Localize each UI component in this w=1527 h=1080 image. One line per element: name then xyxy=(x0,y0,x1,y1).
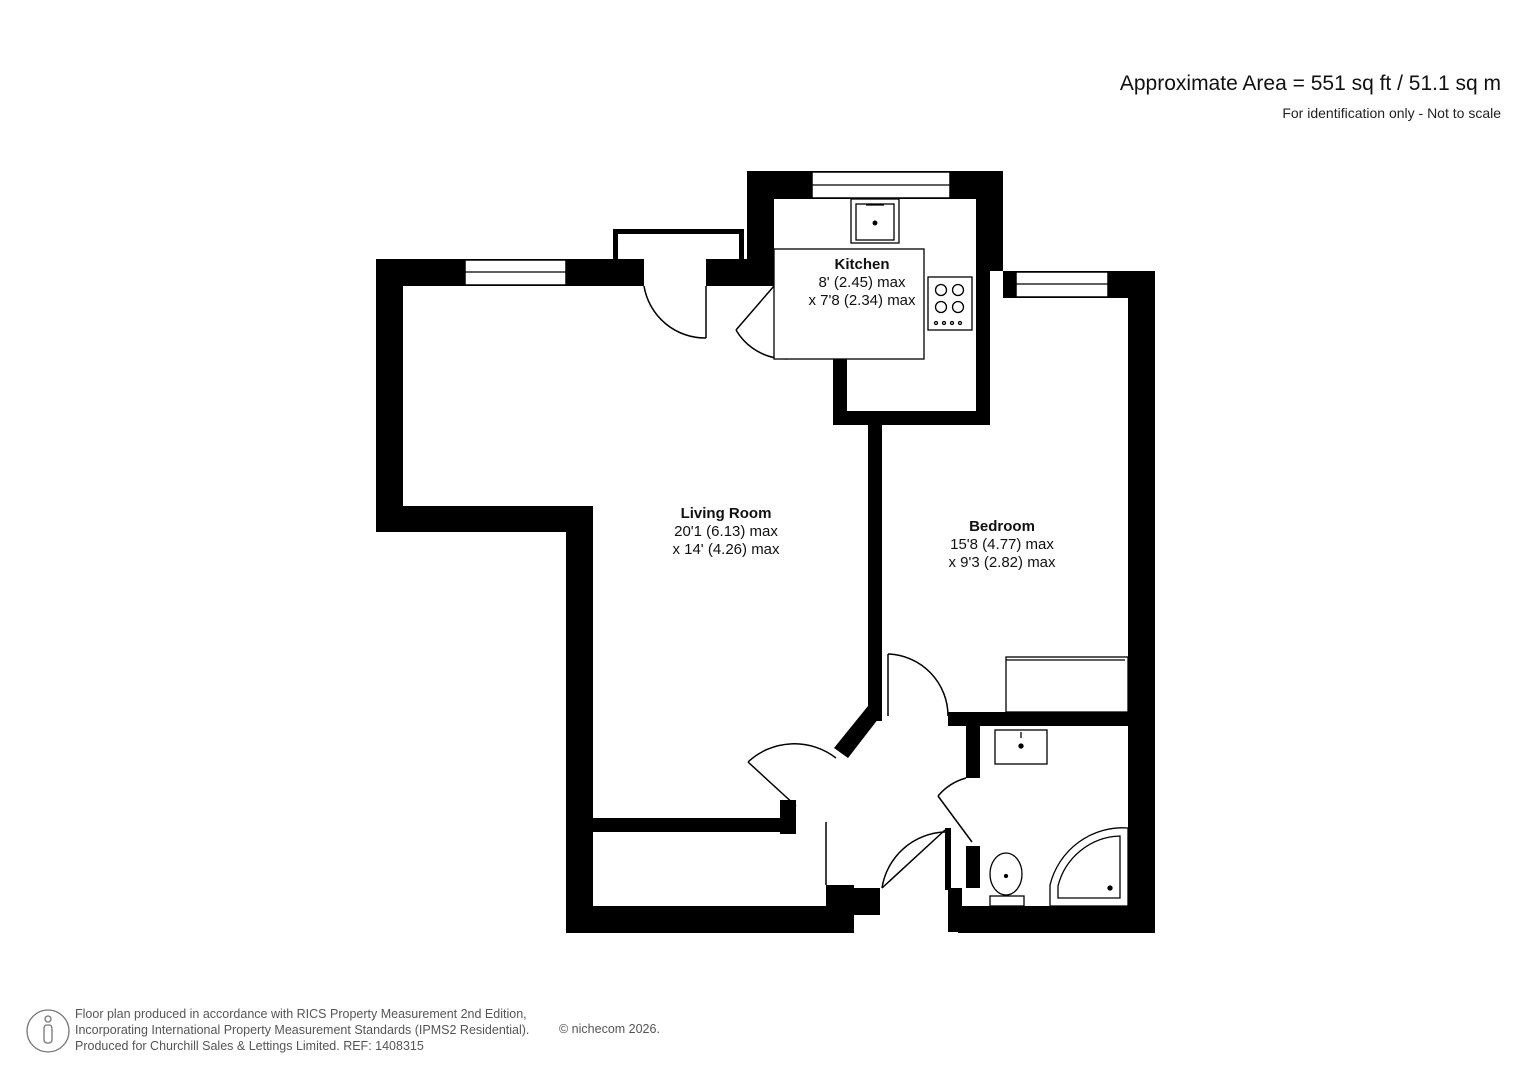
approximate-area: Approximate Area = 551 sq ft / 51.1 sq m xyxy=(1119,72,1501,95)
wall-kitchen-inner-left xyxy=(833,343,847,425)
wall-living-bottom xyxy=(566,818,780,832)
wall-partition-diagonal xyxy=(834,706,882,758)
bedroom-name: Bedroom xyxy=(969,518,1035,535)
shower xyxy=(1049,827,1129,907)
wall-kitchen-right xyxy=(976,171,1003,271)
living-room-dim-1: 20'1 (6.13) max xyxy=(674,523,778,540)
fittings xyxy=(773,198,1129,907)
kitchen-label: Kitchen 8' (2.45) max x 7'8 (2.34) max xyxy=(798,256,926,310)
wall-entry-bottom xyxy=(826,888,880,915)
kitchen-dim-2: x 7'8 (2.34) max xyxy=(808,292,916,309)
footer-text: Floor plan produced in accordance with R… xyxy=(75,1006,529,1054)
wall-living-step xyxy=(376,506,593,532)
living-room-dim-2: x 14' (4.26) max xyxy=(672,541,780,558)
walls xyxy=(376,171,1155,933)
bedroom-label: Bedroom 15'8 (4.77) max x 9'3 (2.82) max xyxy=(931,518,1073,572)
wardrobe xyxy=(1005,656,1129,713)
kitchen-worktop xyxy=(773,248,925,360)
wall-porch-top xyxy=(613,229,744,234)
wall-entry-jamb xyxy=(780,800,796,834)
wall-bath-top xyxy=(948,712,1155,726)
toilet xyxy=(989,852,1023,896)
bedroom-dim-2: x 9'3 (2.82) max xyxy=(948,554,1056,571)
footer-line-3: Produced for Churchill Sales & Lettings … xyxy=(75,1039,424,1053)
wall-bath-jamb xyxy=(966,846,980,888)
wall-porch-right xyxy=(739,229,744,286)
living-room-label: Living Room 20'1 (6.13) max x 14' (4.26)… xyxy=(656,505,796,559)
wall-partition xyxy=(868,425,882,721)
bath-sink xyxy=(994,729,1048,765)
wall-kitchen-left xyxy=(747,171,774,286)
footer-line-2: Incorporating International Property Mea… xyxy=(75,1023,530,1037)
door-bath xyxy=(937,795,973,843)
living-room-name: Living Room xyxy=(680,505,772,522)
wall-bath-left xyxy=(966,712,980,778)
door-living xyxy=(747,761,797,807)
kitchen-sink xyxy=(850,198,900,244)
wall-entry-right-jamb xyxy=(945,828,951,890)
wall-bedroom-right xyxy=(1128,271,1155,932)
wall-kitchen-right-lower xyxy=(976,271,990,425)
wall-living-left-lower xyxy=(566,506,593,932)
footer-line-1: Floor plan produced in accordance with R… xyxy=(75,1007,527,1021)
kitchen-name: Kitchen xyxy=(834,256,890,273)
wall-kitchen-bottom xyxy=(833,411,990,425)
bedroom-dim-1: 15'8 (4.77) max xyxy=(950,536,1054,553)
wall-living-left xyxy=(376,259,403,532)
door-front xyxy=(881,829,946,889)
wall-store-bottom xyxy=(566,906,854,933)
wall-porch-left xyxy=(613,229,618,286)
kitchen-dim-1: 8' (2.45) max xyxy=(818,274,906,291)
door-kitchen xyxy=(735,285,775,331)
copyright: © nichecom 2026. xyxy=(559,1022,660,1036)
scale-note: For identification only - Not to scale xyxy=(1282,105,1501,121)
windows xyxy=(464,171,1109,298)
person-icon xyxy=(26,1009,70,1053)
wall-bath-bottom xyxy=(958,906,1155,933)
doors xyxy=(643,285,973,889)
